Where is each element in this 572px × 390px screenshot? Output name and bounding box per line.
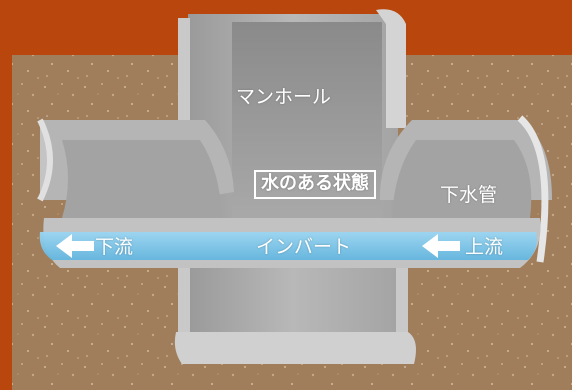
invert-label: インバート (256, 236, 352, 258)
manhole-label: マンホール (236, 86, 332, 108)
downstream-label: 下流 (95, 236, 134, 258)
water-state-label: 水のある状態 (254, 170, 376, 199)
downstream-arrow-icon (56, 234, 94, 258)
upstream-arrow-icon (422, 234, 460, 258)
sewer-pipe-label: 下水管 (440, 184, 498, 206)
manhole-base (174, 332, 416, 364)
water-flow (39, 232, 537, 260)
upstream-label: 上流 (465, 236, 504, 258)
